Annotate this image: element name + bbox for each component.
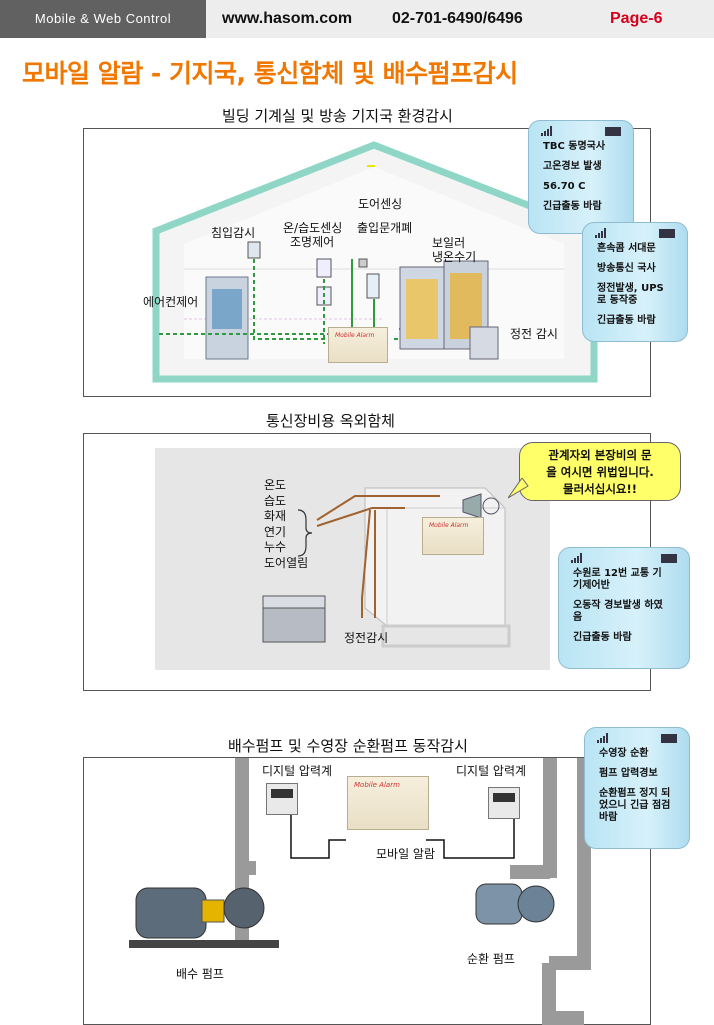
phone-line: TBC 동명국사 bbox=[543, 141, 606, 152]
phone-line: 오동작 경보발생 하였음 bbox=[573, 600, 663, 623]
header-phone: 02-701-6490/6496 bbox=[392, 10, 523, 27]
section1-title: 빌딩 기계실 및 방송 기지국 환경감시 bbox=[222, 107, 453, 125]
sensor-item: 화재 bbox=[264, 509, 287, 523]
phone-line: 수영장 순환 bbox=[599, 748, 649, 759]
header-page-number: Page-6 bbox=[610, 10, 663, 27]
pressure-gauge-left bbox=[266, 783, 298, 815]
phone-screen-pool: 수영장 순환 펌프 압력경보 순환펌프 정지 되었으니 긴급 점검 바람 bbox=[584, 727, 690, 849]
sensor-item: 도어열림 bbox=[264, 555, 309, 570]
page-title: 모바일 알람 - 기지국, 통신함체 및 배수펌프감시 bbox=[22, 59, 518, 88]
bubble-line: 물러서십시요!! bbox=[563, 482, 637, 496]
header-brand-bar: Mobile & Web Control bbox=[0, 0, 206, 38]
mobile-alarm-device-2: Mobile Alarm bbox=[422, 517, 484, 555]
phone-screen-seodaemun: 흔속콤 서대문 방송통신 국사 정전발생, UPS 로 동작중 긴급출동 바람 bbox=[582, 222, 688, 342]
phone-screen-suwon: 수원로 12번 교통 기기제어반 오동작 경보발생 하였음 긴급출동 바람 bbox=[558, 547, 690, 669]
phone-line: 순환펌프 정지 되었으니 긴급 점검 바람 bbox=[599, 788, 671, 823]
circ-pump-housing bbox=[517, 885, 555, 923]
label-chiller: 냉온수기 bbox=[432, 250, 477, 264]
signal-icon bbox=[541, 126, 552, 136]
header-brand-label: Mobile & Web Control bbox=[34, 11, 172, 26]
sensor-item: 연기 bbox=[264, 524, 287, 539]
label-circ-pump: 순환 펌프 bbox=[467, 952, 515, 966]
phone-line: 수원로 12번 교통 기기제어반 bbox=[573, 568, 662, 591]
label-aircon: 에어컨제어 bbox=[143, 295, 199, 309]
bubble-line: 관계자외 본장비의 문 bbox=[548, 448, 652, 462]
label-mobile-alarm: 모바일 알람 bbox=[376, 847, 436, 861]
mobile-alarm-device-3: Mobile Alarm bbox=[347, 776, 429, 830]
building-illustration bbox=[152, 141, 598, 383]
label-gauge-right: 디지털 압력계 bbox=[456, 764, 527, 778]
bubble-line: 을 여시면 위법입니다. bbox=[546, 465, 654, 479]
label-gauge-left: 디지털 압력계 bbox=[262, 764, 333, 778]
door-sensor bbox=[358, 258, 368, 268]
ups-unit bbox=[469, 326, 499, 360]
phone-line: 긴급출동 바람 bbox=[573, 632, 632, 643]
battery-icon bbox=[661, 554, 677, 563]
signal-icon bbox=[597, 733, 608, 743]
label-power-failure: 정전 감시 bbox=[510, 327, 558, 341]
phone-line: 56.70 C bbox=[543, 181, 586, 192]
phone-line: 방송통신 국사 bbox=[597, 263, 656, 274]
phone-line: 정전발생, UPS 로 동작중 bbox=[597, 283, 664, 306]
phone-screen-tbc: TBC 동명국사 고온경보 발생 56.70 C 긴급출동 바람 bbox=[528, 120, 634, 234]
label-boiler: 보일러 bbox=[432, 236, 466, 250]
phone-line: 긴급출동 바람 bbox=[543, 201, 602, 212]
warning-bubble: 관계자외 본장비의 문 을 여시면 위법입니다. 물러서십시요!! bbox=[519, 442, 681, 501]
mobile-alarm-logo: Mobile Alarm bbox=[429, 522, 469, 529]
pressure-gauge-right bbox=[488, 787, 520, 819]
label-access-door: 출입문개폐 bbox=[357, 221, 413, 235]
bubble-tail bbox=[508, 478, 529, 499]
sensor-item: 습도 bbox=[264, 493, 287, 508]
phone-line: 흔속콤 서대문 bbox=[597, 243, 656, 254]
section3-title: 배수펌프 및 수영장 순환펌프 동작감시 bbox=[228, 737, 468, 755]
battery-icon bbox=[661, 734, 677, 743]
access-reader bbox=[366, 273, 380, 299]
sensor-item: 온도 bbox=[264, 478, 287, 492]
phone-line: 고온경보 발생 bbox=[543, 161, 602, 172]
mobile-alarm-device-1: Mobile Alarm bbox=[328, 327, 388, 363]
label-temp-humidity: 온/습도센싱 bbox=[283, 221, 343, 235]
label-door-sensing: 도어센싱 bbox=[358, 197, 403, 211]
battery-icon bbox=[605, 127, 621, 136]
signal-icon bbox=[571, 553, 582, 563]
signal-icon bbox=[595, 228, 606, 238]
mobile-alarm-logo: Mobile Alarm bbox=[354, 781, 400, 789]
sensor-list: 온도 습도 화재 연기 누수 도어열림 bbox=[264, 478, 308, 571]
header-info-bar bbox=[206, 0, 714, 38]
drain-pump-motor bbox=[135, 887, 207, 939]
phone-line: 펌프 압력경보 bbox=[599, 768, 658, 779]
label-drain-pump: 배수 펌프 bbox=[176, 967, 224, 981]
drain-pump-housing bbox=[223, 887, 265, 929]
circ-pump-motor bbox=[475, 883, 523, 925]
intrusion-sensor bbox=[247, 241, 261, 259]
sensor-brace bbox=[297, 509, 313, 557]
mobile-alarm-logo: Mobile Alarm bbox=[335, 332, 375, 339]
battery-icon bbox=[659, 229, 675, 238]
phone-line: 긴급출동 바람 bbox=[597, 315, 656, 326]
label-power-failure-2: 정전감시 bbox=[344, 631, 389, 645]
header-website[interactable]: www.hasom.com bbox=[222, 10, 353, 27]
section2-title: 통신장비용 옥외함체 bbox=[266, 412, 395, 430]
sensor-item: 누수 bbox=[264, 540, 287, 554]
label-intrusion: 침입감시 bbox=[211, 226, 256, 240]
temp-sensor-1 bbox=[316, 258, 332, 278]
label-lighting: 조명제어 bbox=[290, 235, 335, 249]
